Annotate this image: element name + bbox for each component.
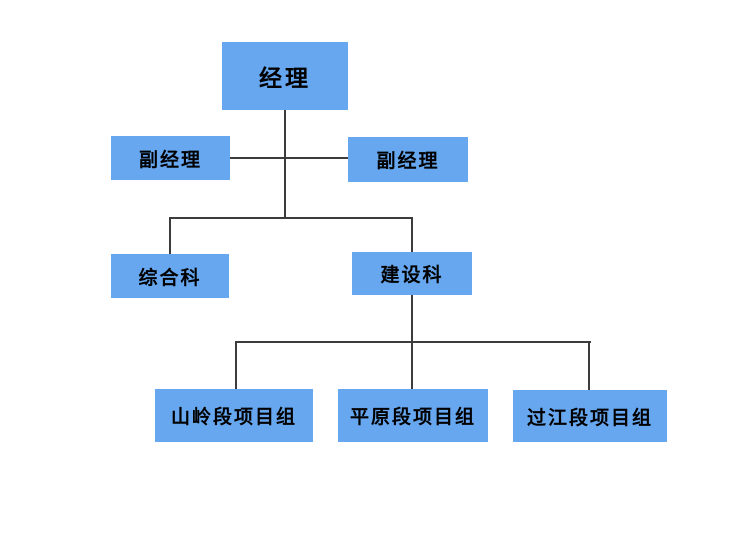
connector-level4-horizontal	[235, 341, 591, 343]
org-node-deputy-manager-left: 副经理	[111, 136, 230, 180]
org-node-general-section: 综合科	[111, 254, 229, 298]
connector-deputy-horizontal	[230, 157, 348, 159]
org-node-manager: 经理	[222, 42, 348, 110]
connector-general-vertical	[169, 219, 171, 254]
connector-river-vertical	[588, 343, 590, 390]
connector-level3-horizontal	[169, 217, 413, 219]
connector-mountain-vertical	[235, 343, 237, 389]
org-node-plain-segment-team: 平原段项目组	[338, 389, 488, 442]
connector-construction-bottom-vertical	[411, 295, 413, 341]
connector-construction-top-vertical	[411, 219, 413, 252]
org-node-mountain-segment-team: 山岭段项目组	[155, 389, 313, 442]
connector-trunk-vertical	[284, 110, 286, 218]
org-node-deputy-manager-right: 副经理	[348, 137, 468, 182]
connector-plain-vertical	[411, 343, 413, 389]
org-node-construction-section: 建设科	[352, 252, 472, 295]
org-node-river-crossing-team: 过江段项目组	[513, 390, 667, 442]
